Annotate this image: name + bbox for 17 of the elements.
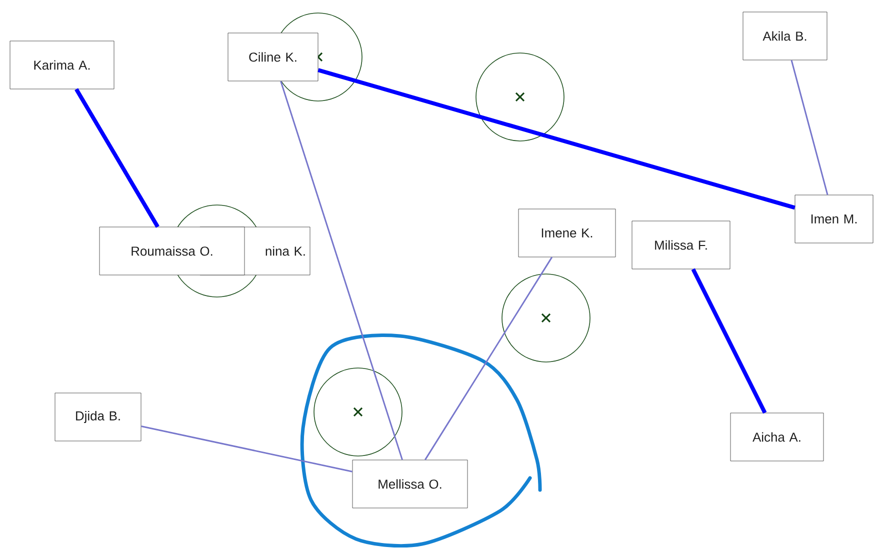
connection-line [141,426,352,472]
connection-line [424,256,553,460]
connection-line [74,88,160,228]
name-box: Imen M. [794,194,874,244]
name-box: Imene K. [518,208,616,258]
connection-line [318,68,796,210]
name-box: Aicha A. [730,412,824,462]
name-box: Milissa F. [632,220,730,270]
name-box: Mellissa O. [352,460,468,508]
name-box: Roumaissa O. [99,226,245,276]
name-box: Djida B. [54,392,142,442]
name-box: Akila B. [742,12,828,60]
name-box: Ciline K. [228,32,318,82]
connection-line [280,80,403,460]
connection-line [691,268,767,414]
name-box: Karima A. [10,40,114,90]
connection-line [790,60,828,195]
